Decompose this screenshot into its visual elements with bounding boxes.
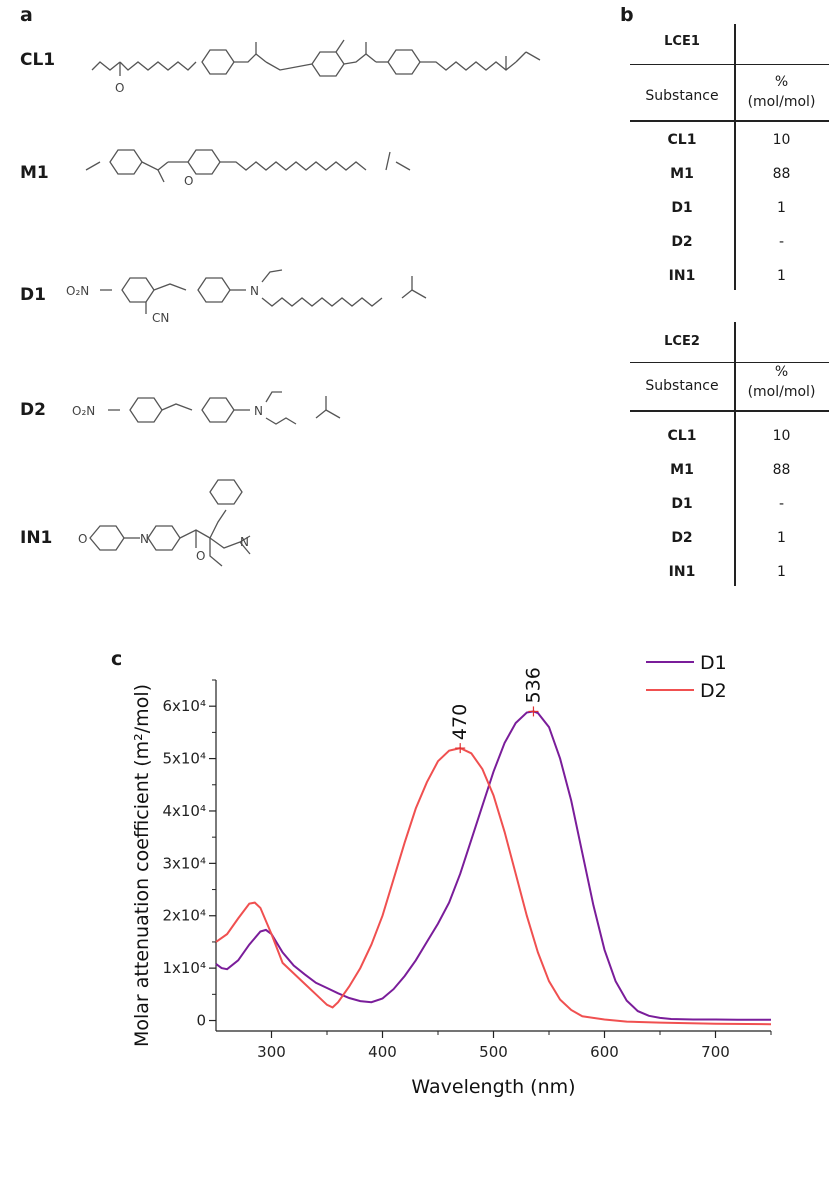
- structure-in1: [89, 479, 251, 567]
- table-lce2-row4-value: 1: [777, 530, 786, 546]
- y-tick-label: 2x10⁴: [162, 907, 206, 925]
- panel-label-c: c: [111, 648, 123, 670]
- atom-o-in1-keto: O: [196, 549, 205, 563]
- y-tick-label: 5x10⁴: [162, 750, 206, 768]
- atom-o-cl1: O: [115, 81, 124, 95]
- table-lce2-row3-value: -: [778, 496, 785, 512]
- y-tick-label: 4x10⁴: [162, 802, 206, 820]
- atom-no2-d1: O₂N: [66, 284, 89, 298]
- table-lce1-row2-value: 88: [772, 166, 791, 182]
- table-lce2-row3-name: D1: [671, 496, 693, 512]
- legend-label-d1: D1: [700, 652, 727, 674]
- structure-d1: [100, 269, 427, 314]
- table-lce2-col1: Substance: [645, 378, 719, 394]
- table-lce1-col2-line2: (mol/mol): [747, 94, 816, 110]
- table-lce1-col1: Substance: [645, 88, 719, 104]
- structure-m1: [85, 149, 411, 183]
- table-lce1-row1-name: CL1: [667, 132, 697, 148]
- series-line-d1: [215, 710, 771, 1021]
- x-axis-label: Wavelength (nm): [411, 1076, 575, 1098]
- x-tick-label: 600: [590, 1043, 619, 1061]
- table-lce1-row4-name: D2: [671, 234, 693, 250]
- table-lce2-col2-line2: (mol/mol): [747, 384, 816, 400]
- peak-label-470: 470: [449, 704, 471, 740]
- table-lce2-col2-line1: %: [774, 364, 789, 380]
- compound-label-m1: M1: [20, 163, 49, 183]
- y-tick-label: 1x10⁴: [162, 959, 206, 977]
- table-lce1-row3-value: 1: [777, 200, 786, 216]
- series-line-d2: [215, 747, 772, 1026]
- atom-o-in1: O: [78, 532, 87, 546]
- table-lce2-row1-name: CL1: [667, 428, 697, 444]
- atom-no2-d2: O₂N: [72, 404, 95, 418]
- table-lce1-title: LCE1: [664, 34, 700, 49]
- table-lce1: LCE1 Substance % (mol/mol) CL1 10 M1 88 …: [630, 24, 829, 294]
- chart-frame: [209, 679, 772, 1038]
- table-lce2: LCE2 Substance % (mol/mol) CL1 10 M1 88 …: [630, 322, 829, 592]
- x-tick-label: 500: [479, 1043, 508, 1061]
- table-lce1-row4-value: -: [778, 234, 785, 250]
- table-lce2-title: LCE2: [664, 334, 700, 349]
- table-lce1-row2-name: M1: [670, 166, 694, 182]
- table-lce2-row5-value: 1: [777, 564, 786, 580]
- peak-label-536: 536: [522, 667, 544, 703]
- table-lce2-row2-name: M1: [670, 462, 694, 478]
- compound-label-d2: D2: [20, 400, 46, 420]
- panel-label-b: b: [620, 4, 634, 26]
- chemical-structures: O O O₂N CN N O₂N N O N O N: [66, 39, 541, 567]
- table-lce2-row2-value: 88: [772, 462, 791, 478]
- compound-label-d1: D1: [20, 285, 46, 305]
- x-tick-label: 400: [368, 1043, 397, 1061]
- compound-label-cl1: CL1: [20, 50, 56, 70]
- y-tick-label: 6x10⁴: [162, 697, 206, 715]
- atom-o-m1: O: [184, 174, 193, 188]
- y-axis-label: Molar attenuation coefficient (m²/mol): [131, 684, 153, 1047]
- chart-text: 300 400 500 600 700 0 1x10⁴ 2x10⁴ 3x10⁴ 4x10⁴ 5x10…: [131, 652, 730, 1098]
- table-lce2-row4-name: D2: [671, 530, 693, 546]
- table-lce2-row5-name: IN1: [668, 564, 696, 580]
- atom-n-d2: N: [254, 404, 263, 418]
- atom-n-d1: N: [250, 284, 259, 298]
- panel-label-a: a: [20, 4, 33, 26]
- x-tick-label: 300: [257, 1043, 286, 1061]
- table-lce2-row1-value: 10: [772, 428, 791, 444]
- y-tick-label: 0: [196, 1012, 206, 1030]
- legend-label-d2: D2: [700, 680, 727, 702]
- structure-cl1: [91, 39, 541, 77]
- table-lce1-row3-name: D1: [671, 200, 693, 216]
- x-tick-label: 700: [701, 1043, 730, 1061]
- chart-series: [215, 710, 772, 1026]
- y-tick-label: 3x10⁴: [162, 854, 206, 872]
- table-lce1-row5-value: 1: [777, 268, 786, 284]
- atom-n-in1-amine: N: [240, 535, 249, 549]
- compound-label-in1: IN1: [20, 528, 53, 548]
- table-lce1-col2-line1: %: [774, 74, 789, 90]
- structure-d2: [108, 391, 341, 425]
- table-lce1-row1-value: 10: [772, 132, 791, 148]
- atom-n-in1-morph: N: [140, 532, 149, 546]
- atom-cn-d1: CN: [152, 311, 169, 325]
- table-lce1-row5-name: IN1: [668, 268, 696, 284]
